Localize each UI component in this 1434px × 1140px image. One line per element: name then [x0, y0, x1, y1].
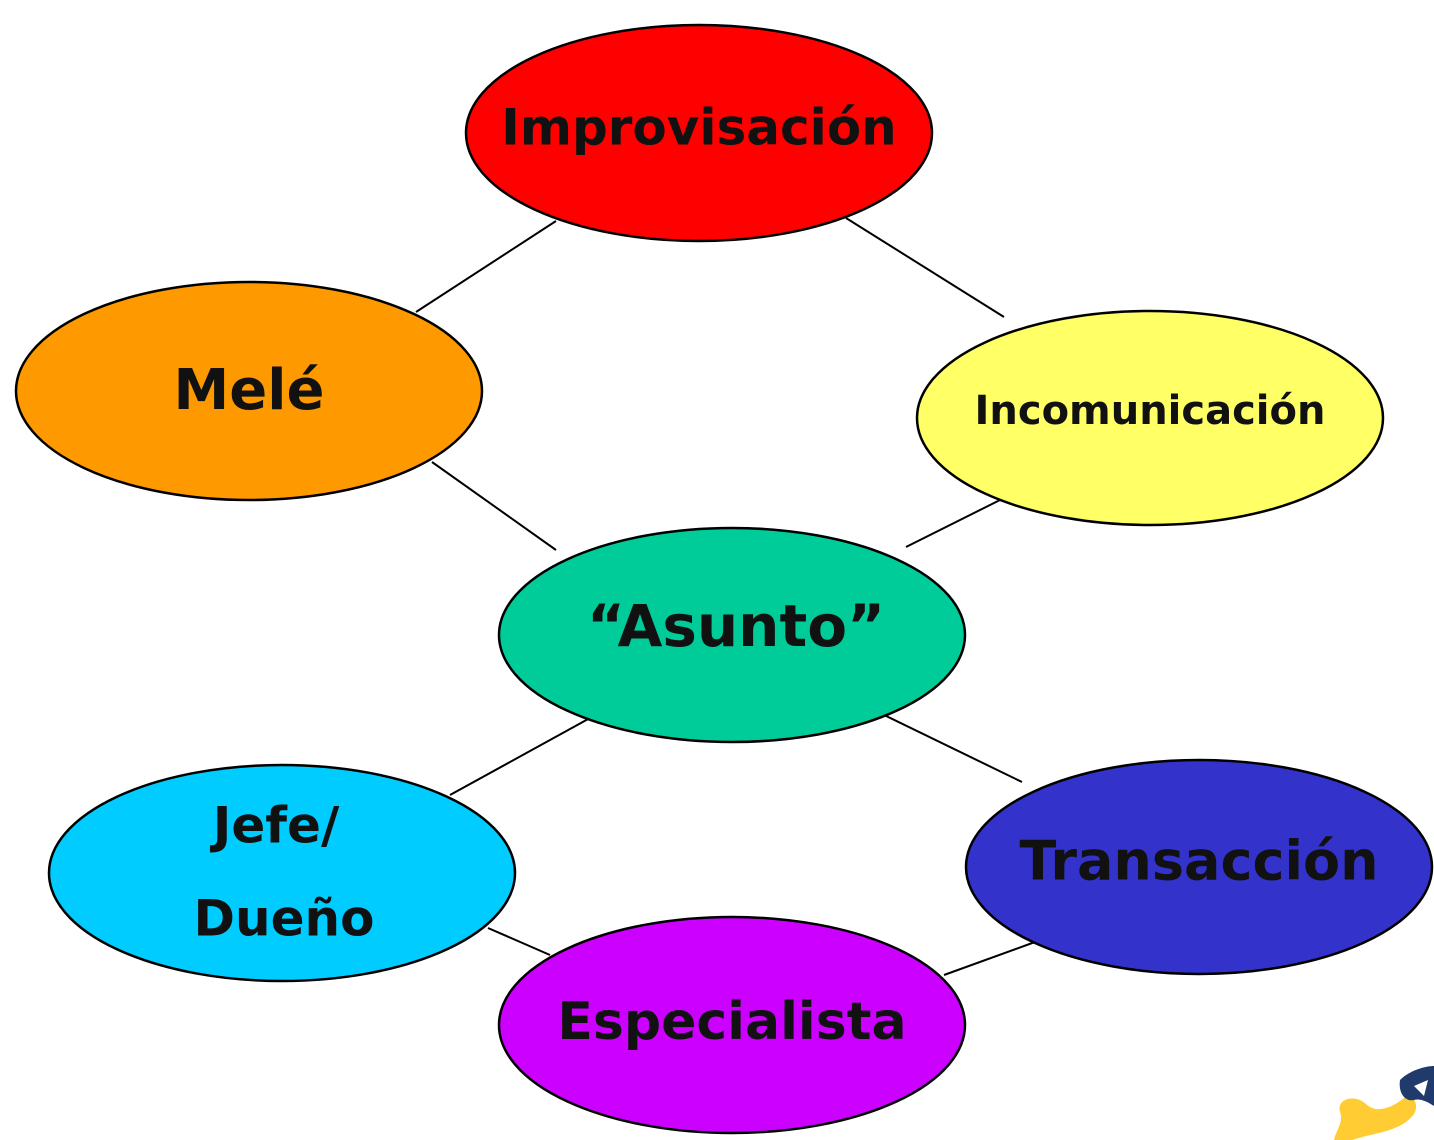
- connector-center-lower-left: [449, 717, 591, 796]
- node-especialista-label: Especialista: [557, 992, 906, 1052]
- node-asunto-shape: [497, 526, 967, 744]
- node-incomunicacion-shape: [915, 309, 1385, 527]
- node-transaccion-label: Transacción: [1019, 830, 1378, 893]
- node-mele-label: Melé: [174, 358, 325, 423]
- node-transaccion: Transacción: [964, 758, 1434, 976]
- node-improvisacion-shape: [464, 23, 934, 243]
- corner-logo-white-mark: [1414, 1080, 1428, 1096]
- connector-top-left: [415, 220, 557, 313]
- connector-bottom-lower-right: [943, 941, 1036, 976]
- node-jefe-dueno: Jefe/ Dueño: [47, 763, 517, 983]
- node-jefe-dueno-label-line2: Dueño: [194, 890, 375, 948]
- corner-logo-yellow-shape: [1334, 1096, 1417, 1140]
- connector-center-lower-right: [879, 712, 1023, 783]
- node-mele-shape: [14, 280, 484, 502]
- connector-right-center: [905, 499, 1001, 548]
- connector-lower-left-bottom: [487, 927, 551, 956]
- node-asunto: “Asunto”: [497, 526, 967, 744]
- connector-left-center: [431, 461, 557, 551]
- node-transaccion-shape: [964, 758, 1434, 976]
- connectors: [415, 217, 1036, 976]
- node-improvisacion: Improvisación: [464, 23, 934, 243]
- node-asunto-label: “Asunto”: [587, 592, 885, 660]
- node-jefe-dueno-shape: [47, 763, 517, 983]
- node-mele: Melé: [14, 280, 484, 502]
- node-improvisacion-label: Improvisación: [501, 99, 896, 157]
- corner-logo-icon: [1334, 1066, 1434, 1140]
- connector-top-right: [845, 217, 1005, 318]
- node-especialista: Especialista: [497, 915, 967, 1135]
- node-especialista-shape: [497, 915, 967, 1135]
- node-jefe-dueno-label-line1: Jefe/: [210, 797, 340, 855]
- node-incomunicacion: Incomunicación: [915, 309, 1385, 527]
- node-incomunicacion-label: Incomunicación: [975, 388, 1326, 434]
